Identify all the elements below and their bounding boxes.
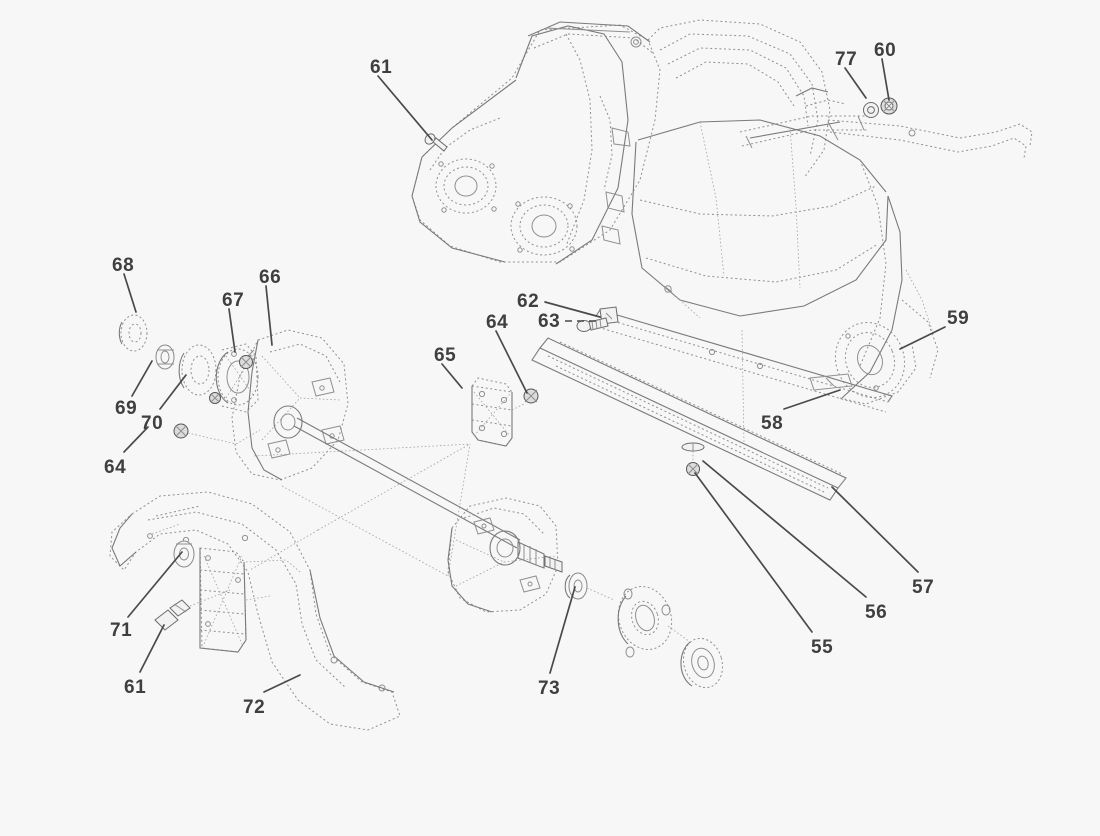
callout-label-69: 69 [115, 398, 138, 419]
mounting-bracket-65 [471, 377, 539, 447]
callout-label-59: 59 [947, 308, 970, 329]
callout-label-64-mid: 64 [486, 312, 509, 333]
leader-line-61-bottom [139, 624, 165, 673]
scraper-bar-assembly [531, 285, 893, 501]
hardware-56-nut [686, 462, 700, 476]
callout-label-68: 68 [112, 255, 135, 276]
callout-label-64-left: 64 [104, 457, 127, 478]
leader-line-59 [899, 326, 946, 350]
leader-line-65 [441, 363, 463, 389]
callout-label-66: 66 [259, 267, 282, 288]
callout-label-62: 62 [517, 291, 540, 312]
hardware-64-left [173, 423, 189, 439]
leader-line-58 [783, 389, 841, 410]
callout-label-71: 71 [110, 620, 133, 641]
callout-label-61-top: 61 [370, 57, 393, 78]
lower-left-auger [109, 491, 401, 731]
callout-label-56: 56 [865, 602, 888, 623]
hardware-61-top [424, 133, 448, 152]
auger-housing-assembly [411, 19, 1033, 405]
callout-label-73: 73 [538, 678, 561, 699]
hardware-top-left-bolt [239, 355, 253, 369]
callout-label-77: 77 [835, 49, 858, 70]
leader-line-66 [265, 285, 273, 346]
hardware-62-63 [576, 306, 619, 332]
callout-label-57: 57 [912, 577, 935, 598]
callout-label-63: 63 [538, 311, 561, 332]
left-hub-stack [118, 314, 521, 549]
leader-line-71 [127, 551, 183, 618]
leader-line-73 [549, 586, 576, 674]
leader-line-77 [844, 67, 867, 99]
callout-label-67: 67 [222, 290, 245, 311]
leader-line-64-left [123, 426, 149, 453]
leader-line-57 [831, 486, 919, 573]
lower-right-hub [447, 497, 724, 689]
hardware-61-bottom [154, 599, 191, 631]
callout-label-65: 65 [434, 345, 457, 366]
callout-label-55: 55 [811, 637, 834, 658]
leader-line-67 [228, 308, 236, 353]
leader-line-68 [123, 273, 137, 313]
hardware-77 [863, 102, 879, 118]
leader-line-56 [702, 460, 867, 598]
callout-label-60: 60 [874, 40, 897, 61]
callout-label-61-bottom: 61 [124, 677, 147, 698]
callout-label-72: 72 [243, 697, 266, 718]
leader-line-70 [159, 374, 187, 410]
leader-line-64-mid [495, 330, 528, 394]
hardware-left-small [209, 392, 221, 404]
callout-label-58: 58 [761, 413, 784, 434]
leader-line-55 [694, 472, 813, 633]
leader-line-69 [131, 360, 153, 397]
construction-lines [249, 443, 471, 577]
leader-line-61-top [377, 75, 433, 141]
leader-lines [123, 58, 946, 693]
leader-line-62 [544, 301, 601, 318]
leader-line-60 [881, 58, 890, 101]
hardware-60 [880, 97, 898, 115]
leader-line-72 [263, 674, 301, 693]
callout-label-70: 70 [141, 413, 164, 434]
